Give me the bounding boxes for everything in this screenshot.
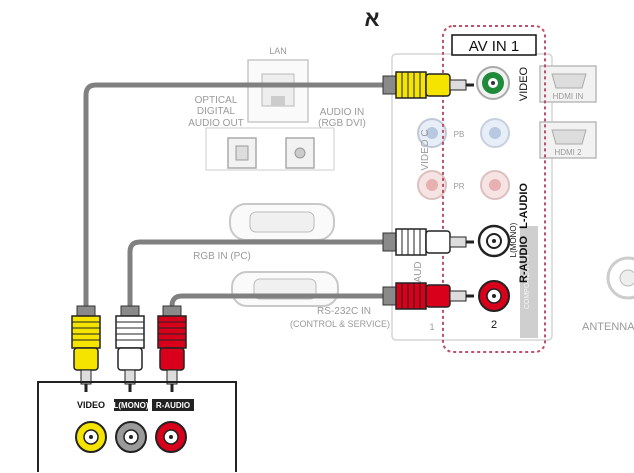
- av-in-1-panel: AV IN 1 VIDEO R-AUDIO L-AUDIO: [442, 25, 546, 353]
- av-in-title: AV IN 1: [469, 38, 520, 55]
- audio-l-plug-device: [115, 305, 145, 392]
- video-plug-tv: [382, 71, 474, 99]
- svg-text:R-AUDIO L-AUDIO: R-AUDIO L-AUDIO: [518, 183, 530, 283]
- antenna-label: ANTENNA: [582, 321, 634, 333]
- video-cable: [83, 82, 391, 313]
- diagram-title: א: [364, 6, 379, 31]
- external-device: VIDEO L(MONO) R-AUDIO: [37, 381, 237, 472]
- component-strip-label: COMPONENT IN: [524, 255, 531, 309]
- component-strip: [520, 226, 538, 338]
- audio-l-plug-tv: [382, 228, 474, 256]
- rs232-label-1: RS-232C IN: [317, 306, 371, 317]
- av-in-audio-l-label: L-AUDIO: [518, 183, 530, 229]
- av-in-audio-l-jack: [477, 224, 511, 258]
- optical-label-1: OPTICAL: [195, 95, 238, 106]
- hdmi-2-label: HDMI 2: [554, 148, 582, 157]
- audio-in-label-1: AUDIO IN: [320, 107, 364, 118]
- audio-partial-label: AUD: [413, 261, 424, 282]
- num-1-label: 1: [429, 322, 434, 332]
- rs232-label-2: (CONTROL & SERVICE): [290, 319, 390, 329]
- optical-label-3: AUDIO OUT: [188, 118, 244, 129]
- device-video-label: VIDEO: [77, 400, 105, 410]
- av-in-video-label: VIDEO: [518, 66, 530, 101]
- device-audio-l-jack: [115, 421, 147, 453]
- device-audio-r-label: R-AUDIO: [156, 401, 190, 410]
- antenna-port: [606, 256, 634, 300]
- av-in-audio-r-label: R-AUDIO: [518, 236, 530, 283]
- av-in-title-box: [451, 34, 537, 56]
- lan-label: LAN: [269, 46, 287, 56]
- audio-in-label-2: (RGB DVI): [318, 118, 366, 129]
- video-plug-device: [71, 305, 101, 392]
- pb-label: PB: [454, 130, 465, 139]
- av-in-video-jack: [476, 66, 510, 100]
- device-audio-r-jack: [155, 421, 187, 453]
- audio-l-cable: [127, 239, 391, 313]
- av-in-audio-l-mono-label: L(MONO): [509, 222, 518, 257]
- audio-r-plug-tv: [382, 282, 474, 310]
- lan-port: [247, 59, 309, 123]
- device-audio-l-label: L(MONO): [113, 401, 148, 410]
- device-video-jack: [75, 421, 107, 453]
- optical-label-2: DIGITAL: [197, 106, 236, 117]
- pr-label: PR: [453, 182, 464, 191]
- video-c-label: VIDEO C: [420, 129, 431, 170]
- av-in-num-2: 2: [491, 319, 497, 331]
- device-outline: [37, 381, 237, 472]
- rgb-in-label: RGB IN (PC): [193, 251, 251, 262]
- audio-r-plug-device: [157, 305, 187, 392]
- av-in-audio-r-jack: [478, 280, 510, 312]
- hdmi-in-label: HDMI IN: [553, 92, 584, 101]
